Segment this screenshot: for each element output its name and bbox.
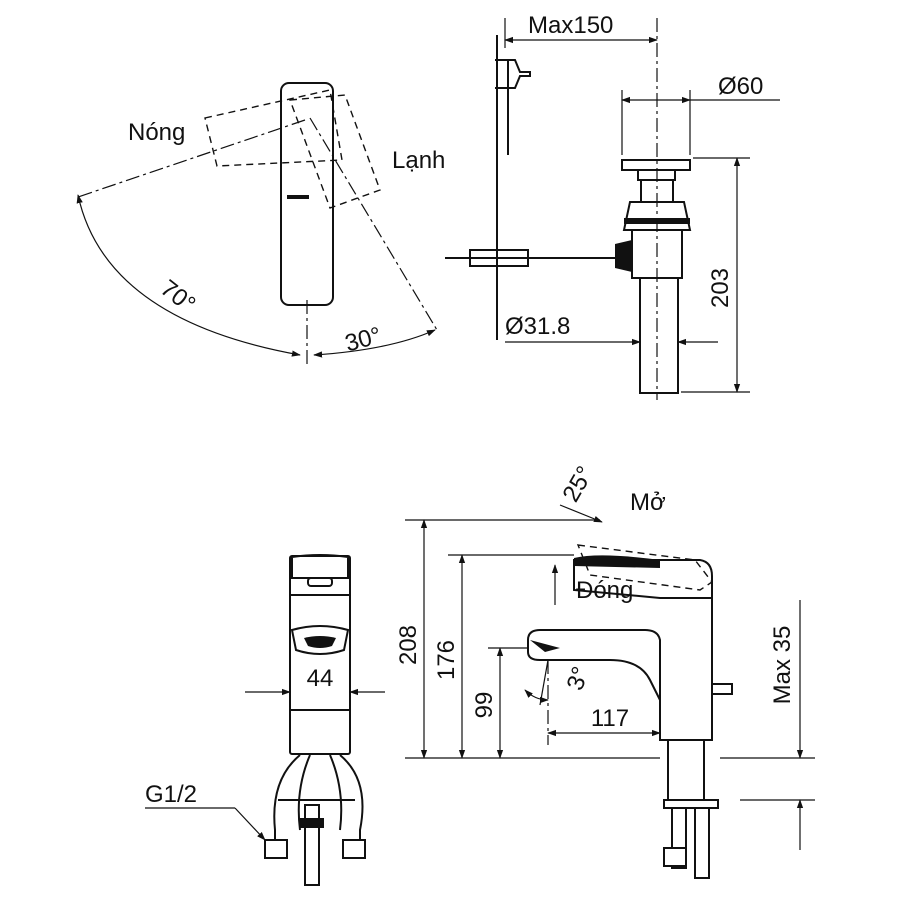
hot-angle-arc (76, 194, 301, 357)
open-label: Mở (630, 489, 666, 516)
cold-angle-label: 30° (342, 322, 384, 357)
spout-reach-label: 117 (591, 705, 629, 732)
side-view: 208 176 99 117 3° 25° Mở Đóng Max 35 (395, 462, 815, 879)
lever-lift-label: 25° (557, 462, 599, 507)
pivot-nut (615, 240, 632, 272)
thread-leader (234, 807, 266, 841)
cold-angle-arc (313, 329, 436, 358)
linkage-clip (469, 249, 529, 267)
hose-nut-left (264, 839, 288, 859)
cold-position-outline (289, 94, 381, 209)
front-lever-top (291, 554, 349, 579)
front-aerator (290, 625, 350, 655)
hose-nut-right (342, 839, 366, 859)
lever-height-label: 176 (433, 640, 460, 680)
lever-open-outline (576, 544, 714, 591)
hot-angle-label: 70° (155, 275, 200, 319)
hot-position-outline (204, 89, 343, 167)
shank (667, 739, 705, 801)
spout-body (527, 597, 713, 741)
thread-label: G1/2 (145, 781, 197, 808)
drain-top-dia-label: Ø60 (718, 73, 763, 100)
front-body (289, 555, 351, 755)
spout-tilt-arc (524, 689, 549, 704)
drain-cap (621, 159, 691, 171)
drain-pipe (639, 277, 679, 394)
deck-washer (663, 799, 719, 809)
cold-label: Lạnh (392, 147, 445, 174)
rod-knob (495, 59, 531, 89)
lever-lift-arrow (559, 504, 603, 523)
deck-max-label: Max 35 (769, 626, 796, 705)
closed-label: Đóng (576, 577, 633, 604)
hot-label: Nóng (128, 119, 185, 146)
cold-rotation-line (309, 117, 438, 331)
front-view: 44 G1/2 (145, 554, 385, 886)
body-width-label: 44 (307, 665, 334, 692)
spout-outlet (530, 640, 560, 652)
handle-body-top (280, 82, 334, 306)
mounting-stud (304, 804, 320, 886)
drain-height-label: 203 (707, 268, 734, 308)
pop-up-rod (711, 683, 733, 695)
hot-rotation-line (77, 119, 306, 198)
hose-right (339, 754, 364, 845)
total-height-label: 208 (395, 625, 422, 665)
drain-pipe-dia-label: Ø31.8 (505, 313, 570, 340)
rod-max-label: Max150 (528, 12, 613, 39)
top-view: Nóng Lạnh 70° 30° (76, 82, 445, 365)
drain-assembly: Max150 Ø60 203 Ø31.8 (445, 12, 780, 400)
spout-height-label: 99 (471, 692, 498, 719)
handle-mark (287, 195, 309, 199)
hose-left (273, 754, 301, 845)
spout-tilt-label: 3° (562, 663, 595, 694)
